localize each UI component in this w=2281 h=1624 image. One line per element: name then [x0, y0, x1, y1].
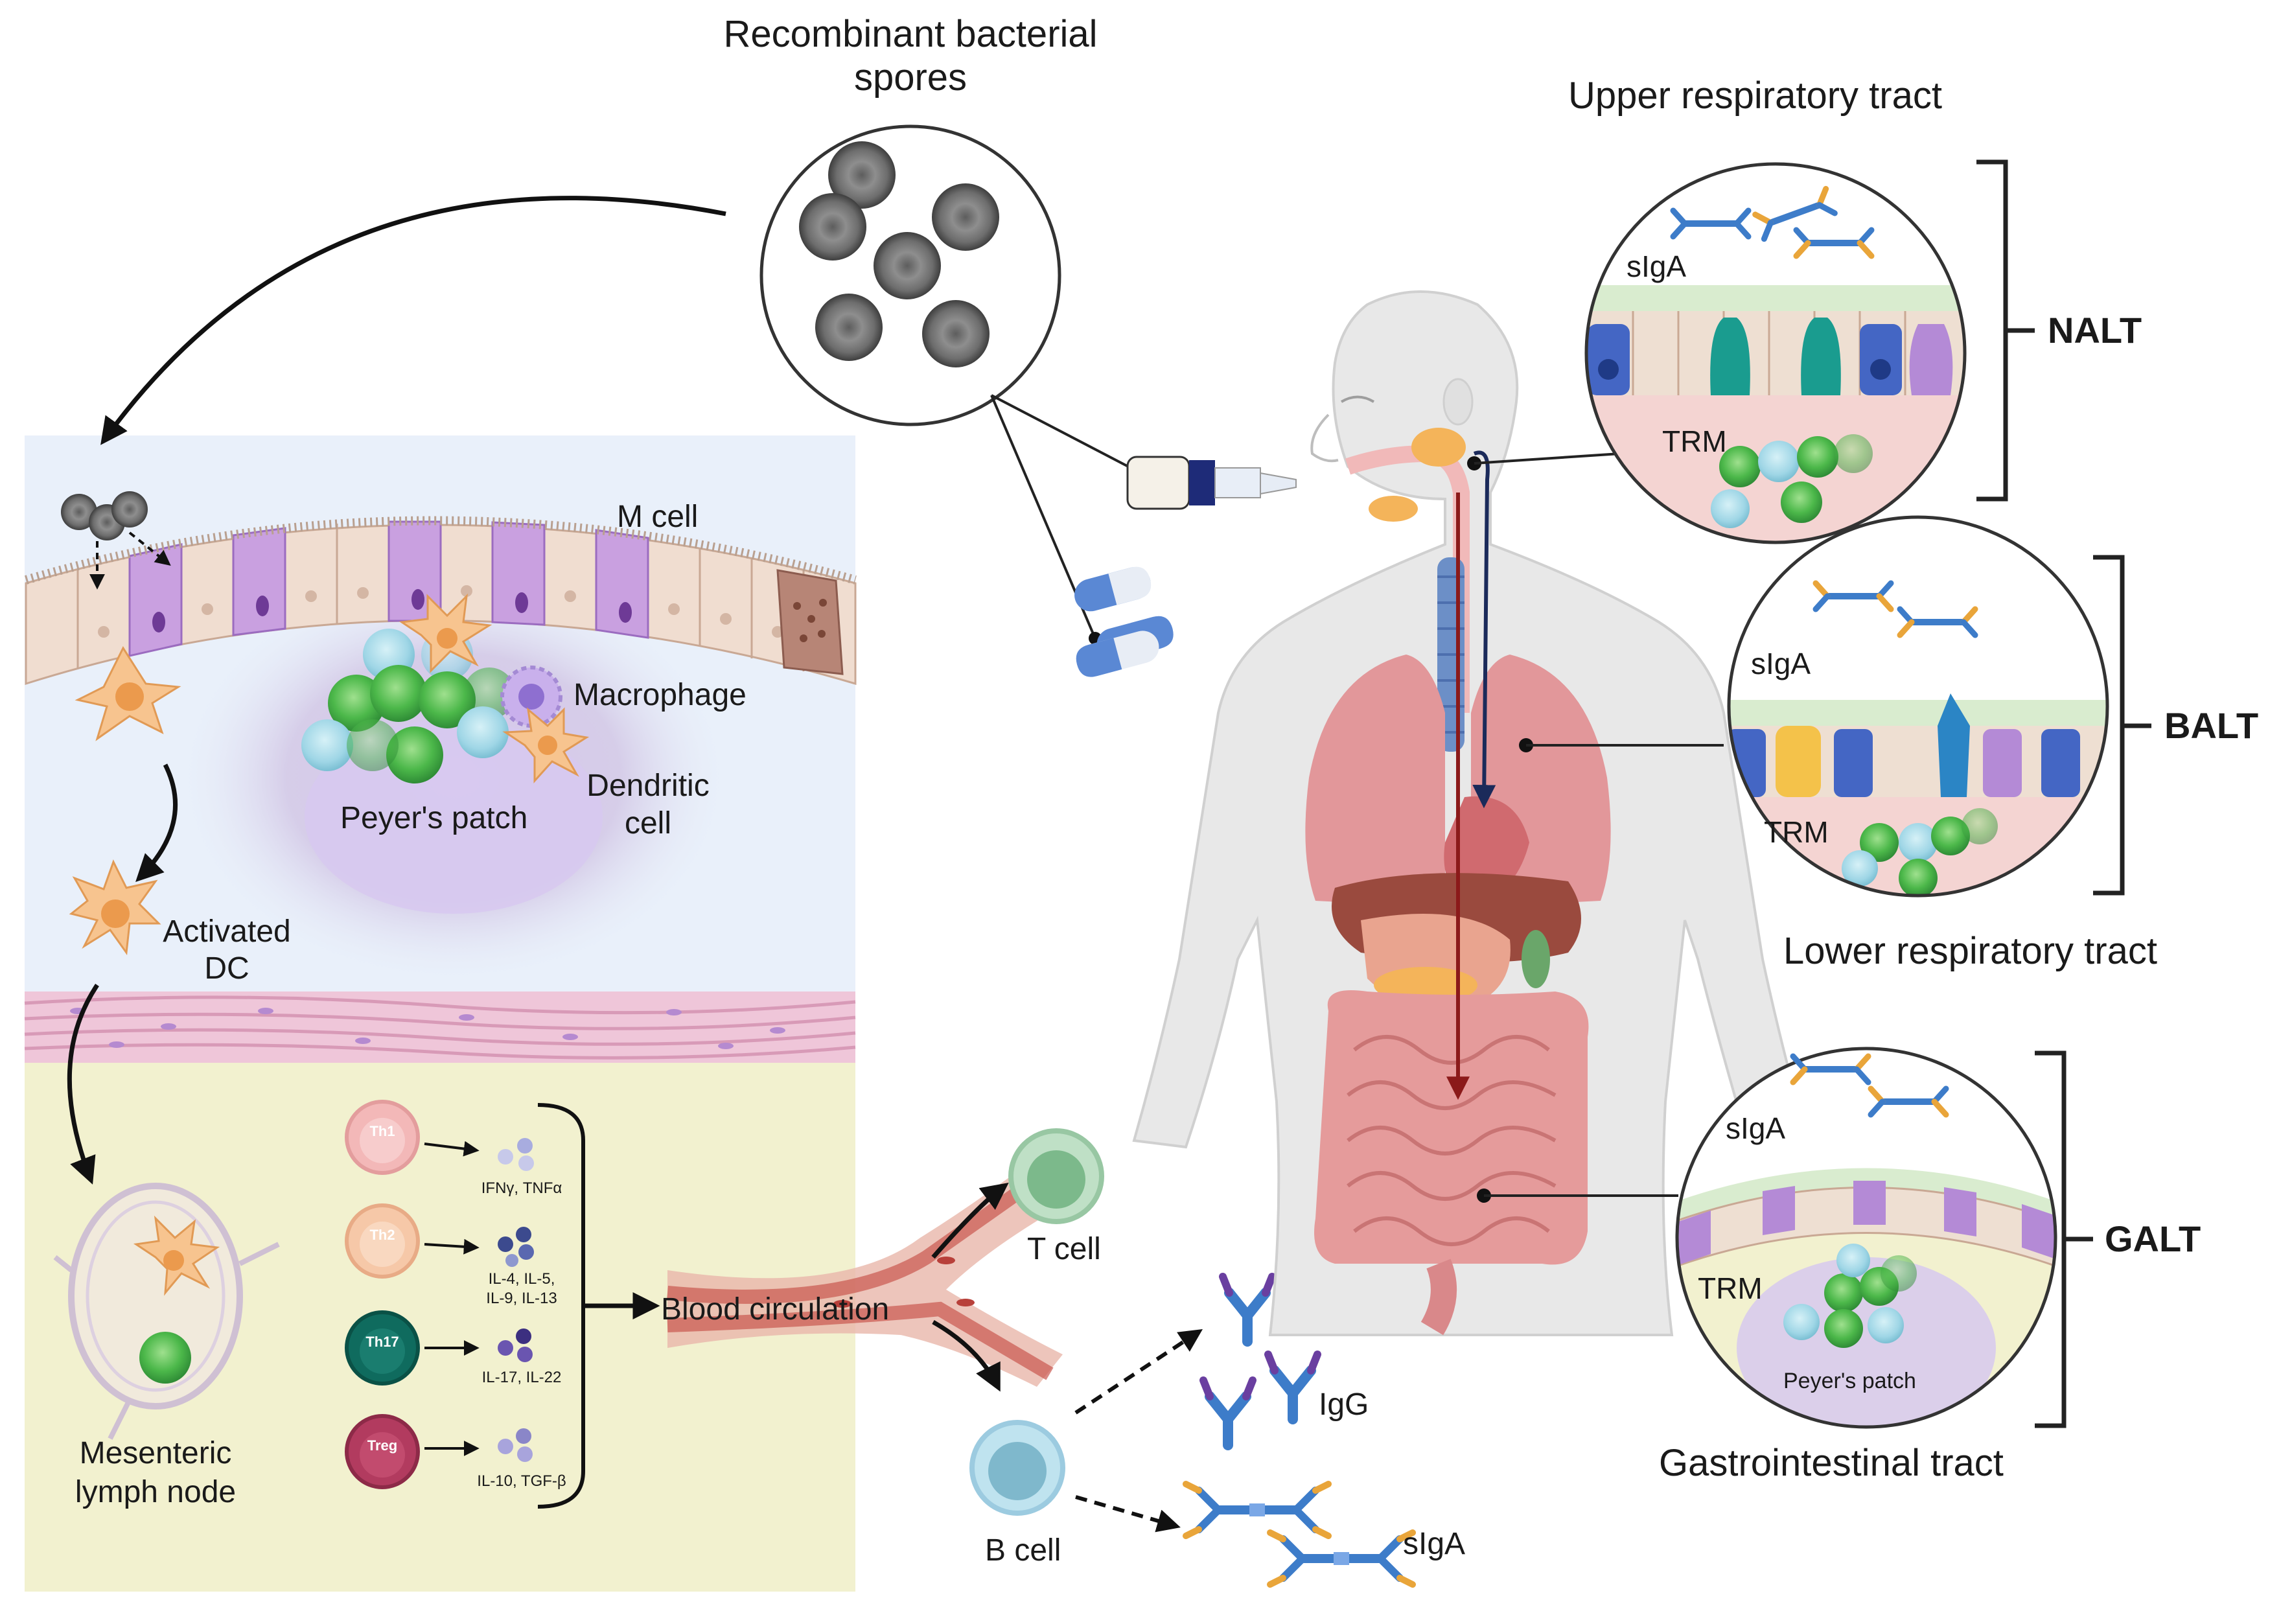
activated-dc-label-line1: Activated	[163, 914, 291, 949]
gut-panel	[24, 435, 857, 1592]
spores-title: Recombinant bacterial spores	[723, 13, 1098, 99]
th17-name: Th17	[365, 1334, 399, 1350]
galt-peyers-patch-label: Peyer's patch	[1783, 1369, 1916, 1393]
balt-trm-label: TRM	[1764, 815, 1829, 849]
dendritic-cell-label-line1: Dendritic	[586, 769, 710, 803]
th17-cell	[345, 1310, 533, 1386]
dendritic-cell-epithelium	[75, 645, 181, 741]
nasal-spray	[1126, 456, 1297, 510]
th17-cytokines: IL-17, IL-22	[481, 1369, 562, 1386]
tissue-brackets	[1976, 159, 2151, 1428]
th1-cytokines: IFNγ, TNFα	[481, 1179, 562, 1197]
arrow-dc-activation	[135, 763, 178, 882]
th1-name: Th1	[369, 1123, 395, 1139]
human-body	[1132, 290, 1810, 1336]
balt-circle	[1727, 515, 2109, 898]
m-cell-label: M cell	[617, 500, 699, 534]
balt-siga-label: sIgA	[1751, 647, 1811, 680]
b-cell	[969, 1420, 1065, 1516]
galt-label: GALT	[2105, 1218, 2201, 1259]
lower-tract-label: Lower respiratory tract	[1783, 930, 2157, 972]
spores-circle	[759, 124, 1061, 426]
blood-vessel	[666, 1166, 1063, 1392]
th2-cytokines-line2: IL-9, IL-13	[486, 1290, 557, 1307]
peyers-patch-cells	[301, 593, 590, 783]
th2-name: Th2	[369, 1227, 395, 1243]
igg-antibodies	[1199, 1273, 1321, 1450]
mesenteric-label-line2: lymph node	[75, 1475, 237, 1509]
treg-cell	[345, 1414, 533, 1489]
siga-dimers-bottom	[1183, 1481, 1416, 1588]
muscle-layer	[24, 992, 856, 1063]
th2-cell	[345, 1203, 534, 1279]
t-cell-label: T cell	[1027, 1232, 1101, 1266]
arrow-to-lymph-node	[67, 984, 99, 1185]
balt-label: BALT	[2164, 705, 2259, 746]
mesenteric-label-line1: Mesenteric	[79, 1436, 232, 1470]
intestinal-epithelium	[25, 516, 857, 686]
bottom-siga-label: sIgA	[1403, 1527, 1466, 1561]
blood-circulation-label: Blood circulation	[661, 1292, 890, 1327]
respiratory-path-arrow	[1472, 450, 1496, 809]
activated-dc-label-line2: DC	[204, 951, 249, 986]
galt-siga-label: sIgA	[1726, 1111, 1786, 1145]
th2-cytokines-line1: IL-4, IL-5,	[488, 1270, 555, 1288]
macrophage-label: Macrophage	[573, 678, 747, 712]
treg-name: Treg	[367, 1437, 398, 1454]
galt-circle	[1675, 1047, 2057, 1429]
b-cell-label: B cell	[985, 1533, 1061, 1568]
igg-label: IgG	[1319, 1387, 1369, 1422]
gi-tract-label: Gastrointestinal tract	[1659, 1442, 2004, 1484]
nalt-trm-label: TRM	[1662, 424, 1727, 458]
dendritic-cell-label-line2: cell	[624, 806, 672, 841]
spore-cluster-gut	[61, 491, 171, 590]
upper-tract-label: Upper respiratory tract	[1568, 75, 1942, 117]
arrow-to-igg	[1074, 1329, 1203, 1415]
treg-cytokines: IL-10, TGF-β	[477, 1472, 566, 1490]
nalt-label: NALT	[2048, 310, 2142, 351]
oral-capsules	[1074, 566, 1174, 677]
th-cell-group	[345, 1100, 660, 1509]
nalt-siga-label: sIgA	[1627, 249, 1687, 283]
th1-cell	[345, 1100, 534, 1175]
mesenteric-lymph-node	[53, 1183, 280, 1440]
t-cell	[1008, 1128, 1104, 1224]
peyers-patch-label: Peyer's patch	[340, 801, 528, 835]
galt-trm-label: TRM	[1698, 1271, 1763, 1305]
arrow-spores-to-gut	[100, 196, 726, 445]
arrow-to-siga	[1075, 1495, 1181, 1533]
nalt-circle	[1584, 162, 1967, 544]
